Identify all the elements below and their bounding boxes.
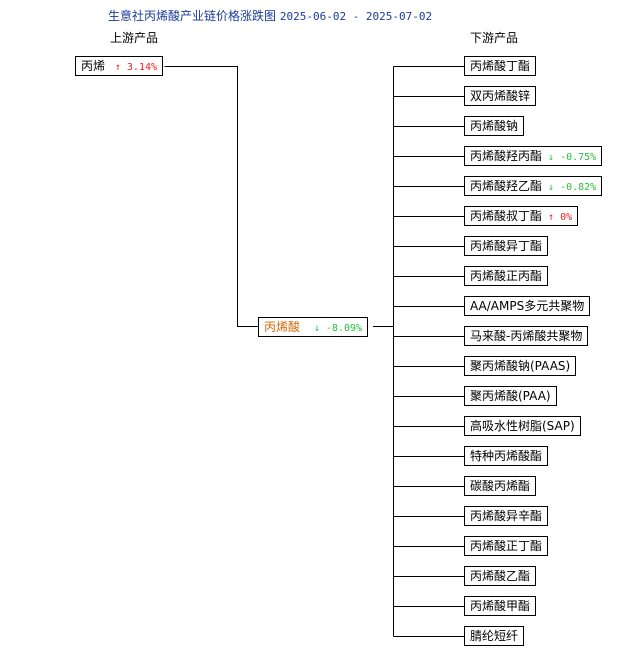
- downstream-node[interactable]: 丙烯酸叔丁酯 ↑ 0%: [464, 206, 579, 226]
- node-name: 丙烯酸正丁酯: [470, 539, 543, 553]
- node-name: AA/AMPS多元共聚物: [470, 299, 585, 313]
- node-name: 丙烯酸异辛酯: [470, 509, 543, 523]
- change-value: -0.82%: [560, 182, 597, 193]
- change-indicator: ↑ 0%: [548, 212, 572, 223]
- node-name: 丙烯酸甲酯: [470, 599, 531, 613]
- downstream-node[interactable]: 高吸水性树脂(SAP): [464, 416, 581, 436]
- downstream-heading: 下游产品: [470, 31, 519, 45]
- change-value: 0%: [560, 212, 573, 223]
- downstream-node[interactable]: 聚丙烯酸(PAA): [464, 386, 557, 406]
- node-name: 双丙烯酸锌: [470, 89, 531, 103]
- downstream-node[interactable]: AA/AMPS多元共聚物: [464, 296, 591, 316]
- downstream-node[interactable]: 丙烯酸乙酯: [464, 566, 537, 586]
- downstream-node[interactable]: 丙烯酸甲酯: [464, 596, 537, 616]
- node-name: 聚丙烯酸(PAA): [470, 389, 551, 403]
- down-arrow-icon: ↓: [548, 182, 555, 193]
- center-node-acrylic-acid[interactable]: 丙烯酸 ↓ -8.09%: [258, 317, 369, 337]
- downstream-node[interactable]: 碳酸丙烯酯: [464, 476, 537, 496]
- node-name: 马来酸-丙烯酸共聚物: [470, 329, 583, 343]
- change-value: 3.14%: [126, 62, 158, 73]
- node-name: 碳酸丙烯酯: [470, 479, 531, 493]
- node-name: 腈纶短纤: [470, 629, 519, 643]
- up-arrow-icon: ↑: [114, 62, 121, 73]
- upstream-connector: [164, 66, 258, 327]
- date-range: 2025-06-02 - 2025-07-02: [279, 10, 433, 23]
- node-name: 丙烯酸丁酯: [470, 59, 531, 73]
- downstream-node[interactable]: 丙烯酸异辛酯: [464, 506, 549, 526]
- change-indicator: ↓ -0.75%: [548, 152, 596, 163]
- upstream-node-propylene[interactable]: 丙烯 ↑ 3.14%: [75, 56, 164, 76]
- down-arrow-icon: ↓: [313, 323, 320, 334]
- change-value: -0.75%: [560, 152, 597, 163]
- node-name: 丙烯酸羟丙酯: [470, 149, 543, 163]
- node-name: 丙烯酸羟乙酯: [470, 179, 543, 193]
- chart-title: 生意社丙烯酸产业链价格涨跌图 2025-06-02 - 2025-07-02: [108, 7, 432, 24]
- downstream-node[interactable]: 丙烯酸钠: [464, 116, 525, 136]
- upstream-heading: 上游产品: [110, 31, 159, 45]
- change-indicator: ↓ -8.09%: [314, 323, 362, 334]
- downstream-node[interactable]: 丙烯酸羟乙酯 ↓ -0.82%: [464, 176, 603, 196]
- node-name: 丙烯酸叔丁酯: [470, 209, 543, 223]
- change-value: -8.09%: [325, 323, 363, 334]
- downstream-node[interactable]: 腈纶短纤: [464, 626, 525, 646]
- downstream-node[interactable]: 丙烯酸羟丙酯 ↓ -0.75%: [464, 146, 603, 166]
- downstream-node[interactable]: 丙烯酸正丙酯: [464, 266, 549, 286]
- up-arrow-icon: ↑: [548, 212, 555, 223]
- node-name: 特种丙烯酸酯: [470, 449, 543, 463]
- title-text: 生意社丙烯酸产业链价格涨跌图: [108, 9, 277, 23]
- downstream-node[interactable]: 丙烯酸丁酯: [464, 56, 537, 76]
- node-name: 丙烯酸异丁酯: [470, 239, 543, 253]
- downstream-node[interactable]: 特种丙烯酸酯: [464, 446, 549, 466]
- node-name: 丙烯酸正丙酯: [470, 269, 543, 283]
- node-name: 丙烯酸钠: [470, 119, 519, 133]
- node-name: 丙烯酸乙酯: [470, 569, 531, 583]
- downstream-node[interactable]: 马来酸-丙烯酸共聚物: [464, 326, 589, 346]
- node-name: 丙烯酸: [264, 320, 301, 334]
- down-arrow-icon: ↓: [548, 152, 555, 163]
- node-name: 高吸水性树脂(SAP): [470, 419, 575, 433]
- node-name: 聚丙烯酸钠(PAAS): [470, 359, 571, 373]
- downstream-node[interactable]: 聚丙烯酸钠(PAAS): [464, 356, 577, 376]
- node-name: 丙烯: [81, 59, 106, 73]
- downstream-node[interactable]: 丙烯酸正丁酯: [464, 536, 549, 556]
- change-indicator: ↓ -0.82%: [548, 182, 596, 193]
- change-indicator: ↑ 3.14%: [115, 62, 157, 73]
- downstream-node[interactable]: 丙烯酸异丁酯: [464, 236, 549, 256]
- downstream-node[interactable]: 双丙烯酸锌: [464, 86, 537, 106]
